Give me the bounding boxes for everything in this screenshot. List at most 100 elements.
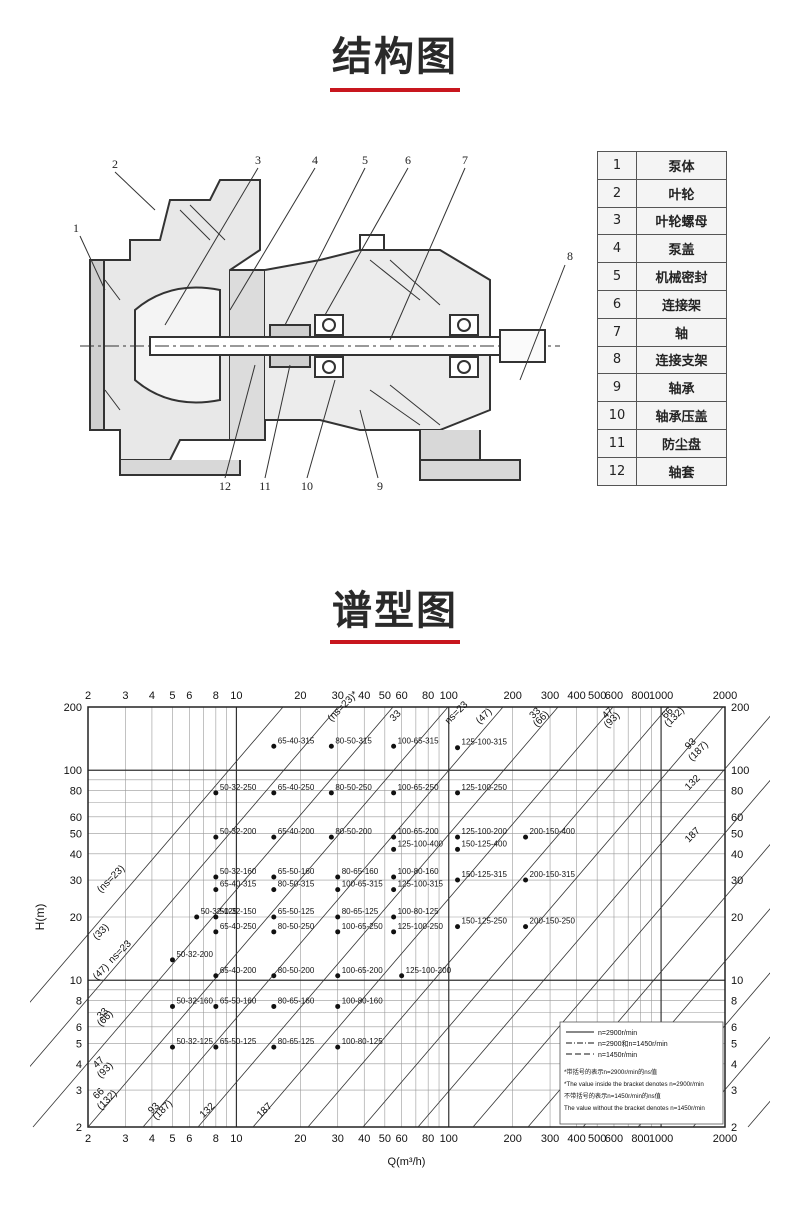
part-name: 泵体 bbox=[636, 151, 727, 180]
x-tick-label: 600 bbox=[605, 1133, 623, 1145]
ns-label: (ns=23) bbox=[95, 863, 127, 895]
y-tick-label-right: 8 bbox=[731, 996, 737, 1008]
title-underline bbox=[330, 640, 460, 644]
model-point bbox=[271, 914, 277, 920]
part-number: 2 bbox=[597, 178, 637, 208]
model-label: 65-40-250 bbox=[278, 783, 315, 792]
part-name: 机械密封 bbox=[636, 262, 727, 291]
model-label: 125-100-315 bbox=[462, 738, 508, 747]
model-point bbox=[169, 957, 175, 963]
model-label: 80-65-160 bbox=[342, 867, 379, 876]
model-point bbox=[213, 1003, 219, 1009]
y-tick-label: 3 bbox=[76, 1085, 82, 1097]
model-point bbox=[213, 973, 219, 979]
x-tick-label-top: 80 bbox=[422, 690, 434, 702]
model-label: 50-32-200 bbox=[176, 950, 213, 959]
ns-diagonal-line bbox=[32, 706, 394, 1128]
x-tick-label: 4 bbox=[149, 1133, 155, 1145]
x-tick-label-top: 200 bbox=[503, 690, 521, 702]
model-point bbox=[213, 1044, 219, 1050]
model-point bbox=[523, 877, 529, 883]
model-point bbox=[213, 914, 219, 920]
model-point bbox=[391, 834, 397, 840]
part-number: 12 bbox=[597, 456, 637, 486]
model-label: 200-150-250 bbox=[530, 917, 576, 926]
ns-label: (33) bbox=[91, 922, 111, 942]
x-tick-label-top: 5 bbox=[169, 690, 175, 702]
model-point bbox=[455, 924, 461, 930]
x-tick-label: 500 bbox=[588, 1133, 606, 1145]
ns-label: 132 bbox=[683, 773, 703, 793]
model-point bbox=[271, 1044, 277, 1050]
y-tick-label: 10 bbox=[70, 975, 82, 987]
part-name: 轴承 bbox=[636, 373, 727, 403]
model-point bbox=[271, 834, 277, 840]
ns-diagonal-line bbox=[692, 1013, 790, 1128]
model-label: 150-125-315 bbox=[462, 870, 508, 879]
x-tick-label: 5 bbox=[169, 1133, 175, 1145]
model-label: 65-40-250 bbox=[220, 922, 257, 931]
model-label: 80-50-315 bbox=[335, 736, 372, 745]
model-point bbox=[169, 1003, 175, 1009]
ns-diagonal-line bbox=[142, 706, 504, 1128]
part-number: 11 bbox=[597, 428, 637, 458]
model-point bbox=[455, 834, 461, 840]
model-point bbox=[455, 745, 461, 751]
model-point bbox=[271, 929, 277, 935]
x-tick-label-top: 10 bbox=[230, 690, 242, 702]
y-tick-label: 5 bbox=[76, 1038, 82, 1050]
model-point bbox=[213, 834, 219, 840]
x-tick-label-top: 60 bbox=[396, 690, 408, 702]
ns-diagonal-line bbox=[362, 706, 724, 1128]
part-number: 9 bbox=[597, 373, 637, 403]
x-tick-label-top: 4 bbox=[149, 690, 155, 702]
y-tick-label: 8 bbox=[76, 996, 82, 1008]
callout-11: 11 bbox=[259, 479, 271, 493]
ns-diagonal-line bbox=[0, 706, 339, 1102]
model-point bbox=[271, 973, 277, 979]
y-tick-label: 4 bbox=[76, 1059, 82, 1071]
y-tick-label: 200 bbox=[64, 702, 82, 714]
model-label: 125-100-250 bbox=[398, 922, 444, 931]
x-tick-label-top: 500 bbox=[588, 690, 606, 702]
callout-6: 6 bbox=[405, 153, 411, 167]
structure-section-title: 结构图 bbox=[332, 34, 458, 80]
model-label: 125-100-315 bbox=[398, 880, 444, 889]
x-tick-label-top: 100 bbox=[440, 690, 458, 702]
spectrum-svg: 2233445566881010202030304040505060608080… bbox=[0, 689, 790, 1168]
ns-diagonal-line bbox=[747, 1077, 790, 1128]
model-point bbox=[391, 887, 397, 893]
model-label: 50-32-150 bbox=[220, 907, 257, 916]
x-tick-label: 1000 bbox=[649, 1133, 673, 1145]
x-tick-label-top: 3 bbox=[122, 690, 128, 702]
x-tick-label: 2000 bbox=[713, 1133, 737, 1145]
x-tick-label: 200 bbox=[503, 1133, 521, 1145]
model-label: 50-32-160 bbox=[176, 996, 213, 1005]
model-point bbox=[455, 846, 461, 852]
model-label: 125-100-250 bbox=[462, 783, 508, 792]
y-tick-label-right: 2 bbox=[731, 1122, 737, 1134]
model-point bbox=[213, 887, 219, 893]
model-point bbox=[335, 1044, 341, 1050]
model-point bbox=[271, 874, 277, 880]
legend-note: *带括号的表示n=2900r/min的ns值 bbox=[564, 1068, 657, 1076]
model-point bbox=[271, 743, 277, 749]
part-name: 轴承压盖 bbox=[636, 401, 727, 430]
x-tick-label: 2 bbox=[85, 1133, 91, 1145]
callout-12: 12 bbox=[219, 479, 231, 493]
model-label: 100-80-125 bbox=[342, 1037, 383, 1046]
model-label: 80-50-315 bbox=[278, 880, 315, 889]
ns-diagonal-line bbox=[0, 706, 284, 1038]
model-label: 80-50-200 bbox=[278, 966, 315, 975]
part-name: 叶轮 bbox=[636, 178, 727, 208]
part-name: 泵盖 bbox=[636, 234, 727, 264]
model-label: 100-65-250 bbox=[342, 922, 383, 931]
title-underline bbox=[330, 88, 460, 92]
y-tick-label: 50 bbox=[70, 828, 82, 840]
y-tick-label: 2 bbox=[76, 1122, 82, 1134]
